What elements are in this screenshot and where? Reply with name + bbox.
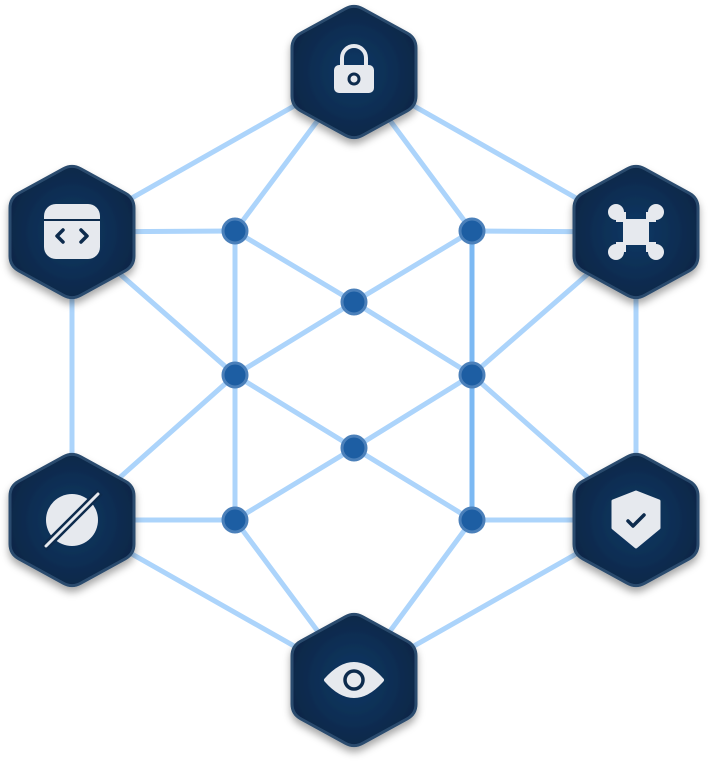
hex-node-top[interactable] xyxy=(290,4,418,140)
hub-node-c[interactable] xyxy=(340,288,368,316)
hub-nodes xyxy=(221,217,486,534)
hub-node-g[interactable] xyxy=(221,506,249,534)
edge-a-c xyxy=(232,228,357,305)
hex-node-upper-left[interactable] xyxy=(8,164,136,300)
command-key-icon xyxy=(608,204,664,260)
hub-node-e[interactable] xyxy=(458,361,486,389)
edge-b-c xyxy=(351,228,475,305)
hub-node-d[interactable] xyxy=(221,361,249,389)
icon-nodes xyxy=(8,4,700,748)
hex-node-lower-left[interactable] xyxy=(8,452,136,588)
eye-icon xyxy=(324,662,384,698)
hub-node-a[interactable] xyxy=(221,217,249,245)
hub-node-f[interactable] xyxy=(340,434,368,462)
code-window-icon xyxy=(44,204,100,259)
hub-node-b[interactable] xyxy=(458,217,486,245)
hub-node-h[interactable] xyxy=(458,506,486,534)
edge-c-e xyxy=(351,299,475,378)
edges xyxy=(69,69,639,683)
edge-c-d xyxy=(232,299,357,378)
disabled-globe-icon xyxy=(41,489,103,551)
edge-e-f xyxy=(351,372,475,451)
hex-node-upper-right[interactable] xyxy=(572,164,700,300)
edge-f-h xyxy=(351,445,475,523)
edge-f-g xyxy=(232,445,357,523)
hex-node-lower-right[interactable] xyxy=(572,452,700,588)
shield-check-icon xyxy=(611,490,661,549)
edge-d-f xyxy=(232,372,357,451)
lock-icon xyxy=(334,44,374,93)
hex-node-bottom[interactable] xyxy=(290,612,418,748)
